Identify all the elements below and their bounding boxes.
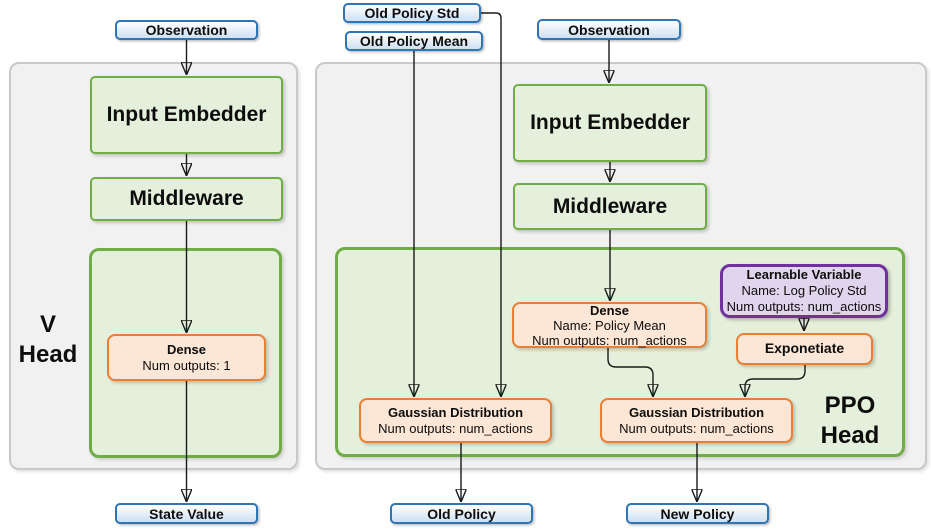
input-embedder-label-ppo: Input Embedder <box>530 111 690 134</box>
old-policy-std-node: Old Policy Std <box>343 3 481 23</box>
learnable-variable-name: Name: Log Policy Std <box>741 283 867 298</box>
dense-node-v: Dense Num outputs: 1 <box>107 334 266 381</box>
learnable-variable-outputs: Num outputs: num_actions <box>726 299 882 314</box>
gaussian-new-title: Gaussian Distribution <box>628 405 765 420</box>
old-policy-node: Old Policy <box>390 503 533 524</box>
dense-name-ppo: Name: Policy Mean <box>553 317 666 333</box>
state-value-node: State Value <box>115 503 258 524</box>
old-policy-label: Old Policy <box>427 505 496 522</box>
learnable-variable-title: Learnable Variable <box>746 267 862 282</box>
observation-node-v: Observation <box>115 20 258 40</box>
exponetiate-node: Exponetiate <box>736 333 873 365</box>
new-policy-label: New Policy <box>660 505 735 522</box>
gaussian-distribution-new-node: Gaussian Distribution Num outputs: num_a… <box>600 398 793 443</box>
ppo-head-label-line1: PPO <box>824 392 876 419</box>
gaussian-distribution-old-node: Gaussian Distribution Num outputs: num_a… <box>359 398 552 443</box>
dense-node-ppo: Dense Name: Policy Mean Num outputs: num… <box>512 302 707 348</box>
state-value-label: State Value <box>149 505 224 522</box>
middleware-label-v: Middleware <box>129 187 244 210</box>
old-policy-mean-node: Old Policy Mean <box>345 31 483 51</box>
middleware-label-ppo: Middleware <box>552 194 668 218</box>
exponetiate-label: Exponetiate <box>764 340 845 357</box>
input-embedder-node-ppo: Input Embedder <box>513 84 707 162</box>
old-policy-std-label: Old Policy Std <box>364 5 460 21</box>
dense-outputs-v: Num outputs: 1 <box>142 357 231 373</box>
middleware-node-ppo: Middleware <box>513 183 707 230</box>
old-policy-mean-label: Old Policy Mean <box>359 33 469 49</box>
v-head-label-line1: V <box>39 311 56 338</box>
learnable-variable-node: Learnable Variable Name: Log Policy Std … <box>720 264 888 318</box>
v-head-label: V Head <box>12 310 84 370</box>
gaussian-new-outputs: Num outputs: num_actions <box>619 420 774 436</box>
input-embedder-node-v: Input Embedder <box>90 76 283 154</box>
dense-title-v: Dense <box>166 342 207 357</box>
dense-outputs-ppo: Num outputs: num_actions <box>532 332 687 348</box>
new-policy-node: New Policy <box>626 503 769 524</box>
dense-title-ppo: Dense <box>589 302 630 318</box>
gaussian-old-title: Gaussian Distribution <box>387 405 524 420</box>
observation-label-ppo: Observation <box>568 21 650 38</box>
input-embedder-label-v: Input Embedder <box>106 103 267 126</box>
ppo-head-label: PPO Head <box>808 391 892 451</box>
v-head-label-line2: Head <box>18 341 78 368</box>
gaussian-old-outputs: Num outputs: num_actions <box>378 420 533 436</box>
ppo-head-label-line2: Head <box>820 422 880 449</box>
observation-label-v: Observation <box>145 22 228 38</box>
observation-node-ppo: Observation <box>537 19 681 40</box>
middleware-node-v: Middleware <box>90 177 283 221</box>
